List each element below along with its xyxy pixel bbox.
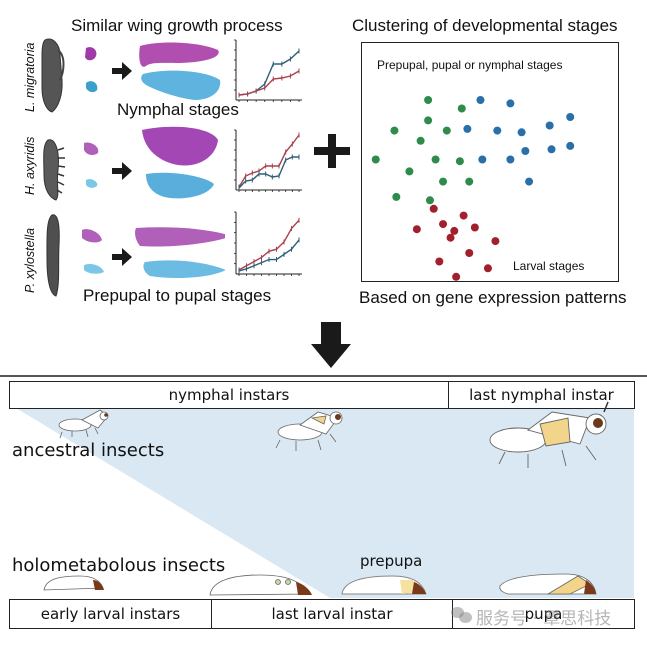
cluster-point-blue (566, 113, 575, 121)
upper-cluster-label: Prepupal, pupal or nymphal stages (377, 58, 563, 72)
cluster-point-red (459, 211, 468, 220)
grasshopper-nymph-medium-icon (275, 411, 343, 451)
cluster-point-green (405, 167, 414, 176)
clustering-title: Clustering of developmental stages (352, 16, 618, 35)
right-arrow-icon (112, 248, 132, 266)
cluster-point-blue (547, 145, 556, 154)
cluster-point-green (455, 157, 464, 166)
cluster-point-red (446, 233, 455, 242)
last-larva-icon (209, 574, 312, 596)
cluster-point-blue (525, 177, 534, 186)
cluster-point-blue (566, 141, 575, 150)
cluster-point-green (431, 155, 440, 164)
right-arrow-icon (112, 62, 132, 80)
down-arrow-icon (311, 322, 351, 368)
series-line-1 (238, 70, 300, 96)
cluster-point-blue (517, 128, 526, 137)
larval-cluster-label: Larval stages (513, 259, 585, 273)
hindwing-icon (141, 70, 221, 100)
cluster-point-blue (545, 121, 554, 130)
last-nymphal-instar-cell: last nymphal instar (448, 382, 634, 408)
pupa-icon (499, 573, 597, 595)
holometabolous-insects-label: holometabolous insects (12, 555, 226, 576)
cluster-point-red (491, 237, 500, 246)
series-line-1 (238, 156, 299, 189)
forewing-icon (135, 227, 225, 247)
early-larval-instars-cell: early larval instars (40, 605, 181, 623)
series-line-0 (238, 134, 300, 188)
cluster-point-red (450, 226, 459, 235)
cluster-point-green (424, 116, 433, 125)
forewing-icon (142, 126, 218, 166)
ladybird-larva-specimen-icon (43, 139, 66, 201)
grasshopper-nymph-small-icon (58, 409, 109, 439)
forewing-icon (139, 42, 219, 67)
moth-larva-specimen-icon (46, 214, 60, 297)
cluster-point-green (442, 126, 451, 135)
last-larval-instar-cell: last larval instar (211, 600, 452, 628)
gene-expression-footer: Based on gene expression patterns (359, 288, 627, 307)
forewing-disc-icon (85, 47, 97, 61)
cluster-point-red (483, 264, 492, 273)
plus-icon (314, 134, 350, 168)
prepupal-label: Prepupal to pupal stages (83, 286, 272, 305)
cluster-point-red (412, 225, 421, 234)
prepupa-icon (341, 575, 427, 595)
cluster-point-blue (506, 155, 515, 164)
section-divider (0, 375, 647, 377)
line-chart-h-axyridis (234, 129, 302, 192)
cluster-point-green (416, 136, 425, 145)
early-larva-icon (43, 575, 104, 591)
grasshopper-last-nymph-icon (489, 401, 609, 468)
cluster-point-blue (506, 99, 515, 108)
nymphal-stages-label: Nymphal stages (117, 100, 239, 119)
cluster-point-red (435, 257, 444, 266)
cluster-point-green (425, 196, 434, 205)
cluster-point-blue (463, 124, 472, 133)
right-arrow-icon (112, 162, 132, 180)
hindwing-icon (146, 172, 214, 199)
hindwing-icon (143, 260, 225, 278)
prepupa-label: prepupa (360, 552, 423, 570)
cluster-point-blue (478, 155, 487, 164)
cluster-point-red (439, 220, 448, 229)
cluster-point-green (439, 177, 448, 186)
cluster-point-blue (521, 147, 530, 155)
cluster-point-green (390, 126, 399, 135)
cluster-point-blue (493, 126, 502, 135)
cluster-point-red (470, 223, 479, 232)
wing-illustrations (41, 38, 225, 297)
wechat-logo-icon (451, 607, 473, 623)
cluster-plot: Prepupal, pupal or nymphal stages Larval… (361, 42, 619, 282)
cluster-point-green (465, 177, 474, 186)
hindwing-disc-icon (86, 179, 98, 188)
hindwing-disc-icon (86, 81, 98, 93)
line-chart-p-xylostella (234, 211, 302, 276)
cluster-point-green (424, 96, 433, 104)
locust-specimen-icon (41, 38, 65, 113)
hindwing-disc-icon (84, 263, 104, 274)
cluster-points (371, 96, 575, 281)
forewing-disc-icon (84, 142, 99, 155)
watermark-text: 服务号 · 覃思科技 (476, 609, 612, 629)
cluster-point-green (371, 155, 380, 164)
cluster-point-red (429, 204, 438, 213)
line-chart-l-migratoria (234, 39, 302, 102)
cluster-point-blue (476, 96, 485, 104)
nymphal-instars-cell: nymphal instars (168, 386, 290, 404)
cluster-point-red (465, 249, 474, 257)
ancestral-insects-label: ancestral insects (12, 440, 165, 461)
forewing-disc-icon (82, 229, 102, 243)
nymphal-stage-bar: nymphal instars last nymphal instar (9, 381, 635, 409)
cluster-point-green (457, 104, 466, 113)
cluster-point-red (452, 272, 461, 281)
wing-growth-title: Similar wing growth process (71, 16, 283, 35)
cluster-point-green (392, 192, 401, 201)
holometabolous-stage-bar: early larval instars last larval instar … (9, 599, 635, 629)
